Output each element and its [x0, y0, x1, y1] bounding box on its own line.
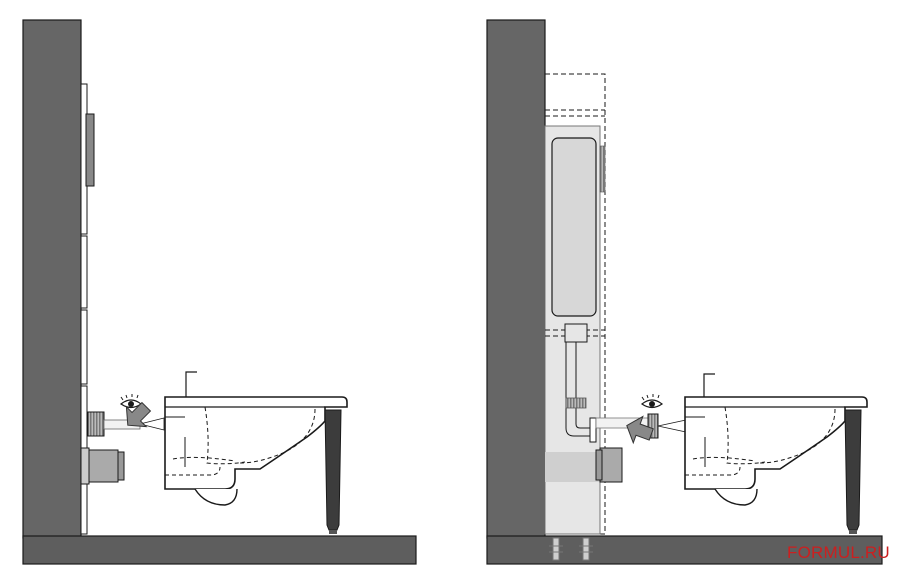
installation-step-after [486, 19, 883, 565]
watermark-logo: FORMUL.RU [787, 543, 890, 562]
inlet-fitting [87, 411, 165, 437]
eye-icon [120, 393, 142, 409]
support-leg [324, 409, 342, 535]
waste-connector [80, 447, 125, 485]
anchor-bolts [549, 537, 593, 561]
waste-connector [595, 447, 623, 483]
toilet-pan [164, 396, 348, 506]
wall [22, 19, 82, 539]
cistern [551, 137, 606, 343]
support-leg [844, 409, 862, 535]
eye-icon [641, 393, 663, 409]
flush-plate [85, 113, 95, 187]
flush-pipe [565, 342, 597, 443]
floor [22, 535, 417, 565]
installation-step-before [22, 19, 417, 565]
wall [486, 19, 546, 539]
toilet-pan [684, 396, 868, 506]
